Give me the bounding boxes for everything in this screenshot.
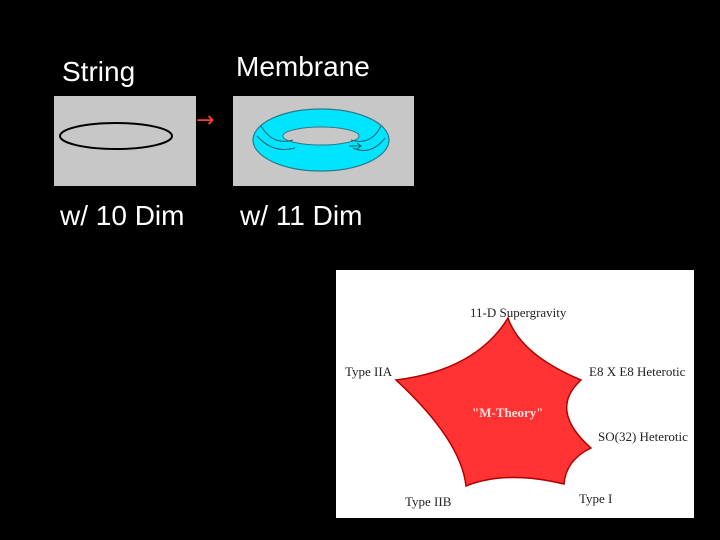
label-11d-supergravity: 11-D Supergravity [470,305,567,320]
membrane-label: Membrane [236,51,370,82]
label-so32-heterotic: SO(32) Heterotic [598,429,688,444]
string-dimensions-label: w/ 10 Dim [60,200,185,231]
membrane-dimensions-label: w/ 11 Dim [240,200,363,231]
membrane-torus-figure [233,96,414,186]
string-loop-drawing [59,122,173,150]
torus-drawing [252,108,390,172]
label-e8-heterotic: E8 X E8 Heterotic [589,364,686,379]
label-m-theory: "M-Theory" [472,405,544,420]
transition-arrow-icon: → [196,108,215,133]
label-type-iib: Type IIB [405,494,452,509]
m-theory-star-shape [394,316,593,488]
label-type-i: Type I [579,491,613,506]
label-type-iia: Type IIA [345,364,393,379]
string-label: String [62,56,136,87]
string-loop-figure [54,96,196,186]
m-theory-diagram: 11-D Supergravity Type IIA E8 X E8 Heter… [336,270,694,518]
